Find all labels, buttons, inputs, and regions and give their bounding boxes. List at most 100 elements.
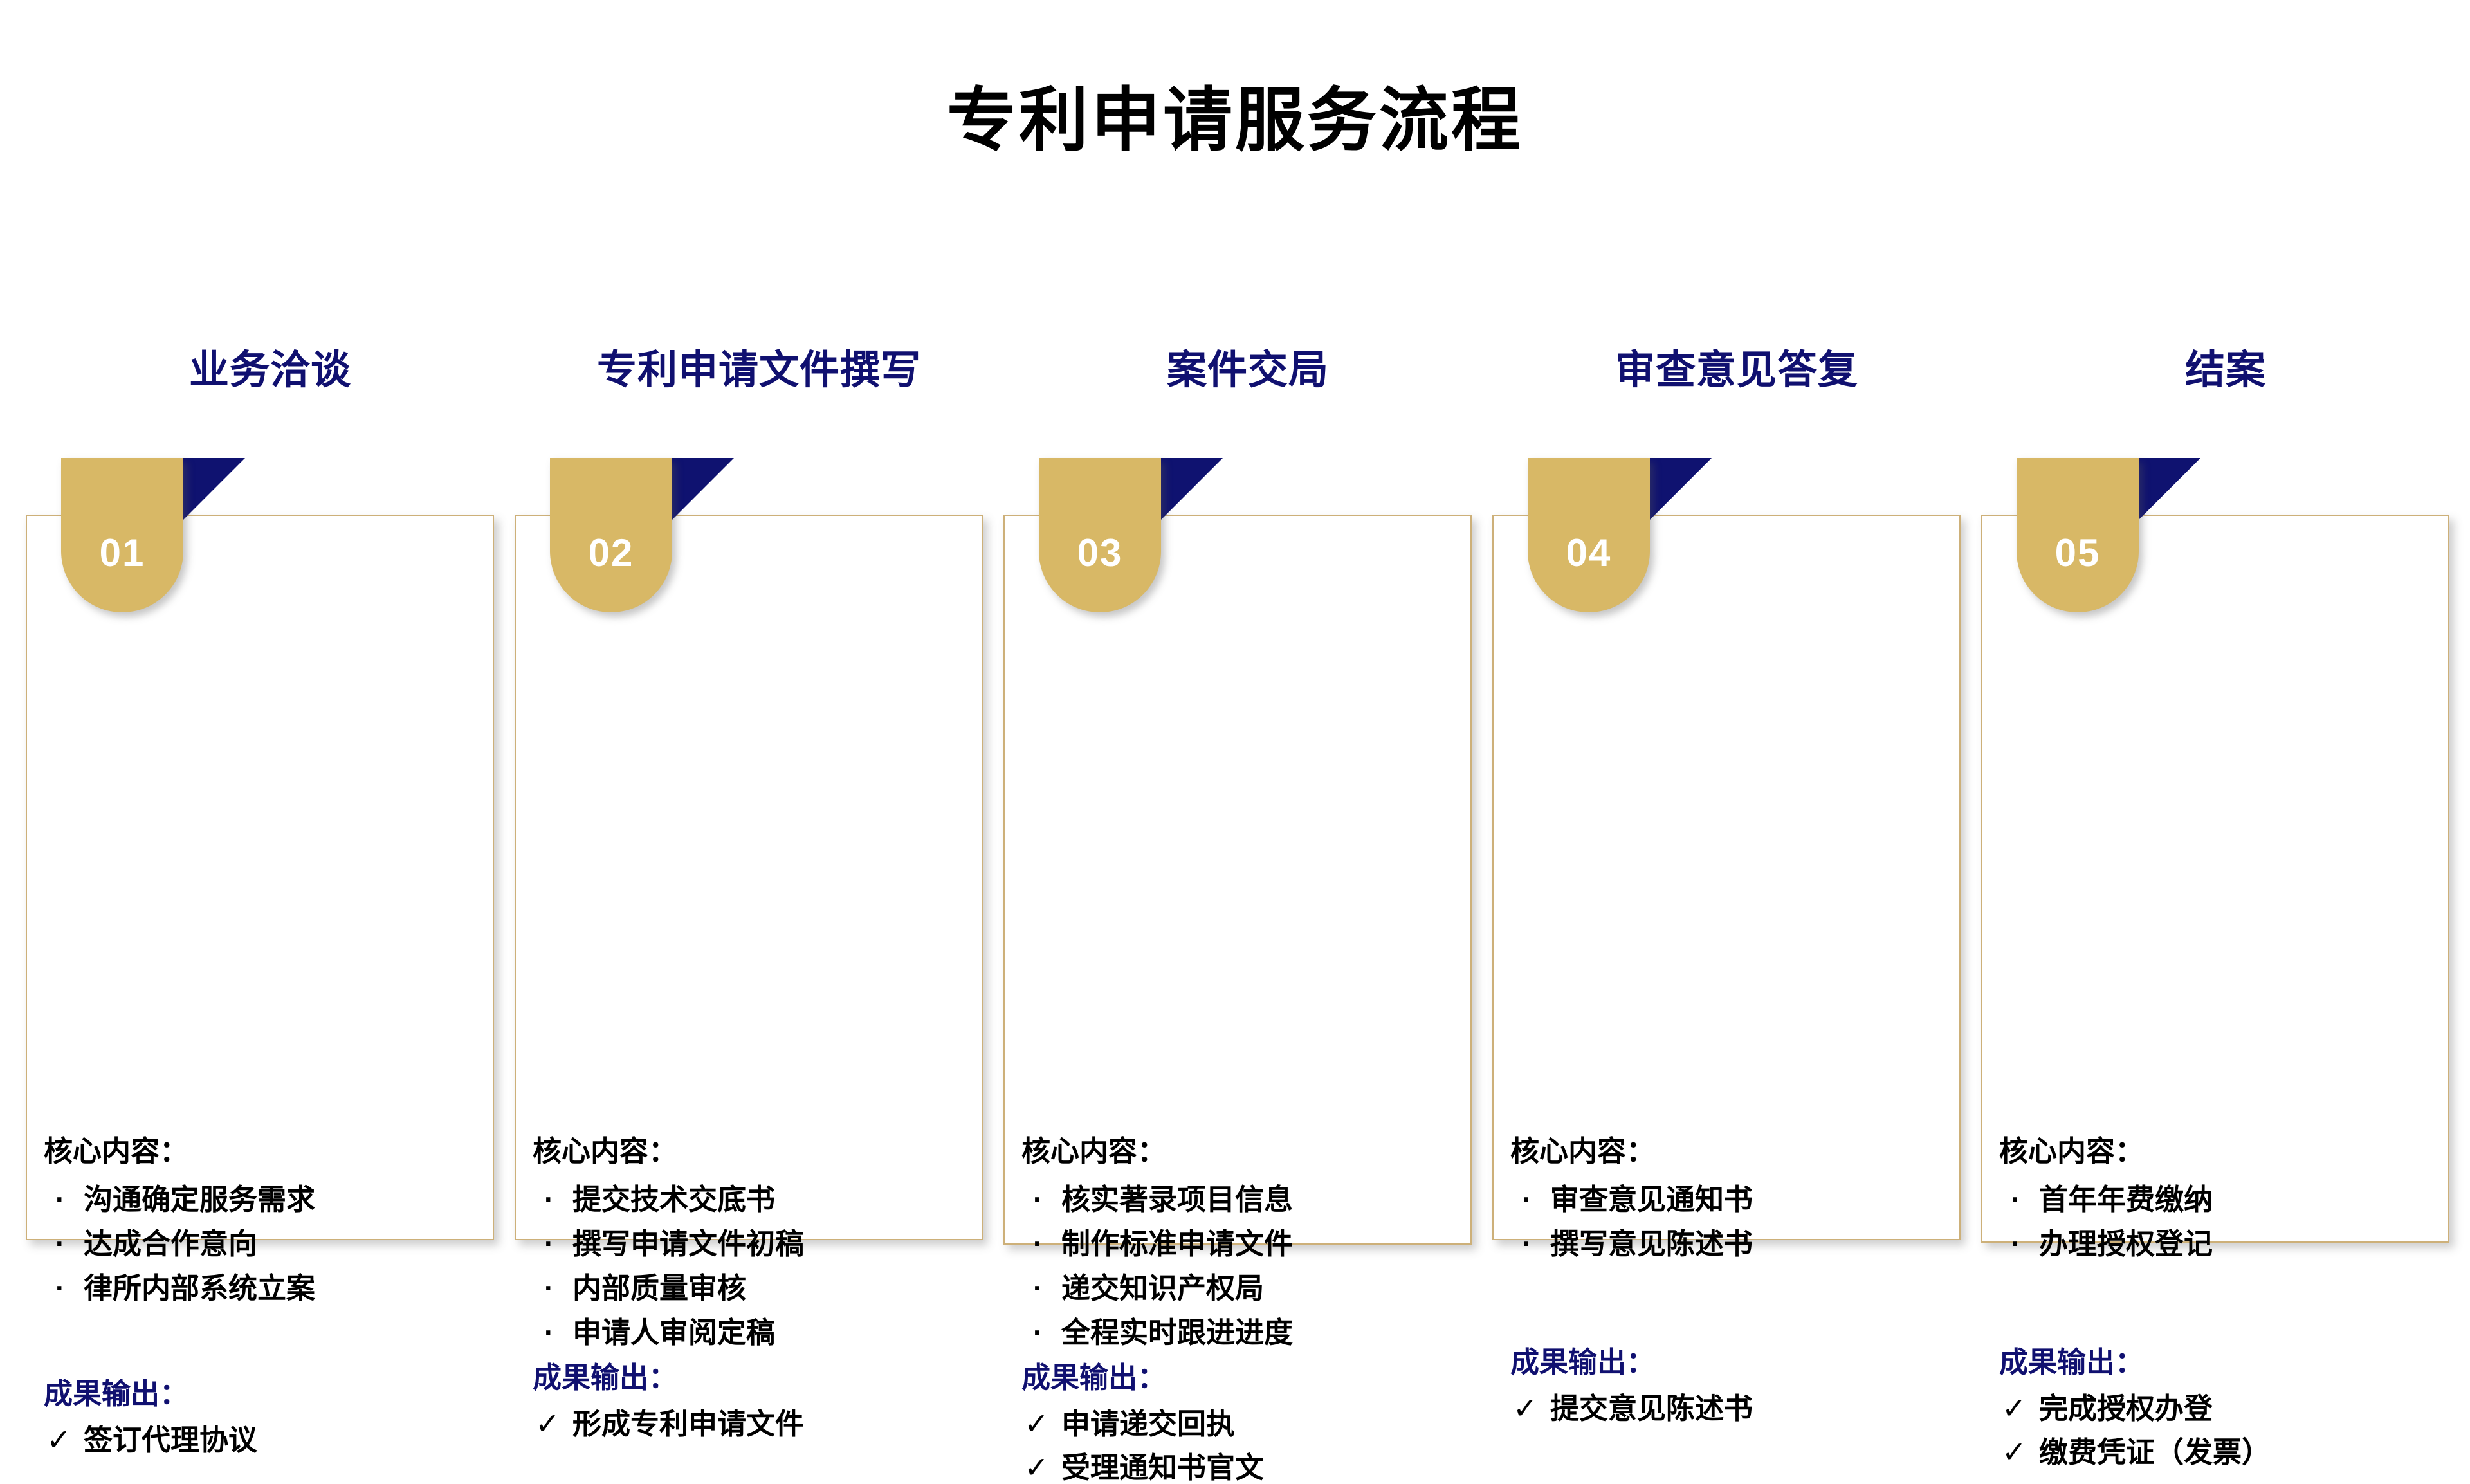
- check-icon: ✓: [1024, 1406, 1049, 1440]
- process-step-3: 案件交局 核心内容： · 核实著录项目信息 · 制作标准申请文件: [1003, 0, 1492, 1482]
- output-list-4: ✓ 提交意见陈述书: [1510, 1393, 1961, 1423]
- core-content-block-5: 核心内容： · 首年年费缴纳 · 办理授权登记: [1999, 1135, 2449, 1258]
- step-number-badge-4: 04: [1528, 458, 1650, 612]
- list-item: ✓ 缴费凭证（发票）: [1999, 1437, 2449, 1467]
- list-item-label: 沟通确定服务需求: [84, 1182, 316, 1216]
- output-label-1: 成果输出：: [44, 1377, 189, 1410]
- list-item-label: 撰写申请文件初稿: [572, 1227, 805, 1260]
- step-number-badge-2: 02: [550, 458, 672, 612]
- list-item-label: 首年年费缴纳: [2039, 1182, 2213, 1216]
- process-flow-row: 业务洽谈 核心内容： · 沟通确定服务需求 · 达成合作意向: [26, 0, 2470, 1482]
- list-item: ✓ 完成授权办登: [1999, 1393, 2449, 1423]
- output-list-5: ✓ 完成授权办登 ✓ 缴费凭证（发票）: [1999, 1393, 2449, 1467]
- list-item-label: 律所内部系统立案: [84, 1271, 316, 1305]
- bullet-dot-icon: ·: [1522, 1182, 1532, 1216]
- list-item-label: 内部质量审核: [572, 1271, 747, 1305]
- step-heading-3: 案件交局: [1166, 348, 1329, 392]
- step-card-body-4: 核心内容： · 审查意见通知书 · 撰写意见陈述书 成果输出：: [1510, 1135, 1961, 1423]
- step-card-1[interactable]: 核心内容： · 沟通确定服务需求 · 达成合作意向 · 律所内部系统立案: [26, 515, 494, 1454]
- list-item-label: 完成授权办登: [2039, 1391, 2213, 1425]
- core-content-label-1: 核心内容：: [44, 1135, 189, 1168]
- output-block-1: 成果输出： ✓ 签订代理协议: [44, 1377, 494, 1454]
- bullet-dot-icon: ·: [55, 1271, 65, 1305]
- navy-triangle-flag-icon: [183, 458, 245, 520]
- bullet-dot-icon: ·: [544, 1271, 554, 1305]
- core-content-list-3: · 核实著录项目信息 · 制作标准申请文件 · 递交知识产权局 ·: [1021, 1185, 1472, 1347]
- list-item-label: 形成专利申请文件: [572, 1407, 805, 1440]
- navy-triangle-flag-icon: [1161, 458, 1223, 520]
- list-item-label: 签订代理协议: [84, 1423, 258, 1456]
- output-list-2: ✓ 形成专利申请文件: [533, 1409, 983, 1438]
- list-item: · 沟通确定服务需求: [44, 1185, 494, 1214]
- list-item: · 全程实时跟进进度: [1021, 1318, 1472, 1347]
- bullet-dot-icon: ·: [2011, 1227, 2020, 1260]
- core-content-list-2: · 提交技术交底书 · 撰写申请文件初稿 · 内部质量审核 ·: [533, 1185, 983, 1347]
- navy-triangle-flag-icon: [1650, 458, 1712, 520]
- core-content-block-4: 核心内容： · 审查意见通知书 · 撰写意见陈述书: [1510, 1135, 1961, 1258]
- step-number-label-1: 01: [99, 531, 145, 574]
- core-content-label-2: 核心内容：: [533, 1135, 678, 1168]
- step-card-body-2: 核心内容： · 提交技术交底书 · 撰写申请文件初稿 · 内部质量审核: [533, 1135, 983, 1438]
- bullet-dot-icon: ·: [544, 1182, 554, 1216]
- list-item-label: 撰写意见陈述书: [1550, 1227, 1753, 1260]
- step-card-4[interactable]: 核心内容： · 审查意见通知书 · 撰写意见陈述书 成果输出：: [1492, 515, 1961, 1423]
- core-content-list-5: · 首年年费缴纳 · 办理授权登记: [1999, 1185, 2449, 1258]
- core-content-list-4: · 审查意见通知书 · 撰写意见陈述书: [1510, 1185, 1961, 1258]
- step-heading-4: 审查意见答复: [1615, 348, 1858, 392]
- list-item-label: 受理通知书官文: [1061, 1451, 1265, 1484]
- page-title: 专利申请服务流程: [946, 81, 1523, 159]
- list-item-label: 提交技术交底书: [572, 1182, 776, 1216]
- list-item-label: 提交意见陈述书: [1550, 1391, 1753, 1425]
- step-number-label-2: 02: [588, 531, 634, 574]
- navy-triangle-flag-icon: [2139, 458, 2200, 520]
- bullet-dot-icon: ·: [1033, 1271, 1043, 1305]
- step-number-label-4: 04: [1566, 531, 1612, 574]
- output-block-5: 成果输出： ✓ 完成授权办登 ✓ 缴费凭证（发票）: [1999, 1346, 2449, 1467]
- core-content-block-1: 核心内容： · 沟通确定服务需求 · 达成合作意向 · 律所内部系统立案: [44, 1135, 494, 1303]
- output-label-3: 成果输出：: [1021, 1360, 1167, 1394]
- step-card-5[interactable]: 核心内容： · 首年年费缴纳 · 办理授权登记 成果输出：: [1981, 515, 2449, 1467]
- list-item: ✓ 申请递交回执: [1021, 1409, 1472, 1438]
- list-item-label: 申请人审阅定稿: [572, 1315, 776, 1349]
- process-step-4: 审查意见答复 核心内容： · 审查意见通知书 · 撰写意见陈述书: [1492, 0, 1981, 1423]
- step-card-2[interactable]: 核心内容： · 提交技术交底书 · 撰写申请文件初稿 · 内部质量审核: [515, 515, 983, 1438]
- list-item-label: 制作标准申请文件: [1061, 1227, 1294, 1260]
- list-item-label: 递交知识产权局: [1061, 1271, 1265, 1305]
- bullet-dot-icon: ·: [55, 1182, 65, 1216]
- list-item: ✓ 形成专利申请文件: [533, 1409, 983, 1438]
- list-item: · 制作标准申请文件: [1021, 1229, 1472, 1258]
- check-icon: ✓: [2002, 1434, 2027, 1469]
- bullet-dot-icon: ·: [2011, 1182, 2020, 1216]
- list-item-label: 办理授权登记: [2039, 1227, 2213, 1260]
- output-block-2: 成果输出： ✓ 形成专利申请文件: [533, 1361, 983, 1438]
- step-number-badge-5: 05: [2017, 458, 2139, 612]
- list-item: · 办理授权登记: [1999, 1229, 2449, 1258]
- check-icon: ✓: [1024, 1450, 1049, 1484]
- step-heading-2: 专利申请文件撰写: [596, 348, 921, 392]
- check-icon: ✓: [1513, 1391, 1538, 1425]
- list-item: · 递交知识产权局: [1021, 1274, 1472, 1303]
- output-block-3: 成果输出： ✓ 申请递交回执 ✓ 受理通知书官文: [1021, 1361, 1472, 1482]
- navy-triangle-flag-icon: [672, 458, 734, 520]
- list-item: ✓ 提交意见陈述书: [1510, 1393, 1961, 1423]
- list-item-label: 全程实时跟进进度: [1061, 1315, 1294, 1349]
- step-number-label-3: 03: [1077, 531, 1123, 574]
- list-item: · 内部质量审核: [533, 1274, 983, 1303]
- core-content-label-3: 核心内容：: [1021, 1135, 1167, 1168]
- list-item: ✓ 受理通知书官文: [1021, 1452, 1472, 1482]
- check-icon: ✓: [46, 1422, 71, 1456]
- step-heading-1: 业务洽谈: [188, 348, 351, 392]
- step-number-badge-1: 01: [61, 458, 183, 612]
- list-item: · 提交技术交底书: [533, 1185, 983, 1214]
- process-step-5: 结案 核心内容： · 首年年费缴纳 · 办理授权登记: [1981, 0, 2470, 1467]
- bullet-dot-icon: ·: [1033, 1315, 1043, 1349]
- core-content-list-1: · 沟通确定服务需求 · 达成合作意向 · 律所内部系统立案: [44, 1185, 494, 1303]
- step-heading-5: 结案: [2184, 348, 2266, 392]
- list-item: · 达成合作意向: [44, 1229, 494, 1258]
- core-content-label-5: 核心内容：: [1999, 1135, 2145, 1168]
- list-item: · 申请人审阅定稿: [533, 1318, 983, 1347]
- list-item-label: 审查意见通知书: [1550, 1182, 1753, 1216]
- list-item: · 审查意见通知书: [1510, 1185, 1961, 1214]
- step-card-3[interactable]: 核心内容： · 核实著录项目信息 · 制作标准申请文件 · 递交知识产权局: [1003, 515, 1472, 1482]
- core-content-block-2: 核心内容： · 提交技术交底书 · 撰写申请文件初稿 · 内部质量审核: [533, 1135, 983, 1347]
